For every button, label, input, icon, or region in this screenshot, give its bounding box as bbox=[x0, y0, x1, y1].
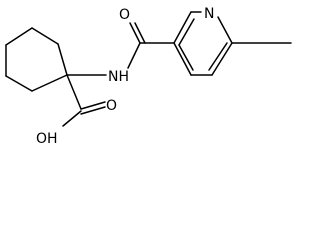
nh-label: NH bbox=[108, 69, 129, 85]
hydroxyl-label: OH bbox=[36, 131, 58, 147]
pyridine-n-label: N bbox=[204, 6, 214, 22]
pyridine-ring bbox=[173, 11, 233, 76]
carboxylic-acid-group bbox=[62, 74, 106, 127]
cyclohexane-ring bbox=[5, 27, 68, 92]
chemical-structure: NH N O OH O bbox=[5, 6, 292, 147]
amide-linkage bbox=[66, 22, 175, 76]
acid-carbonyl-oxygen-label: O bbox=[106, 98, 117, 114]
amide-oxygen-label: O bbox=[119, 7, 130, 23]
